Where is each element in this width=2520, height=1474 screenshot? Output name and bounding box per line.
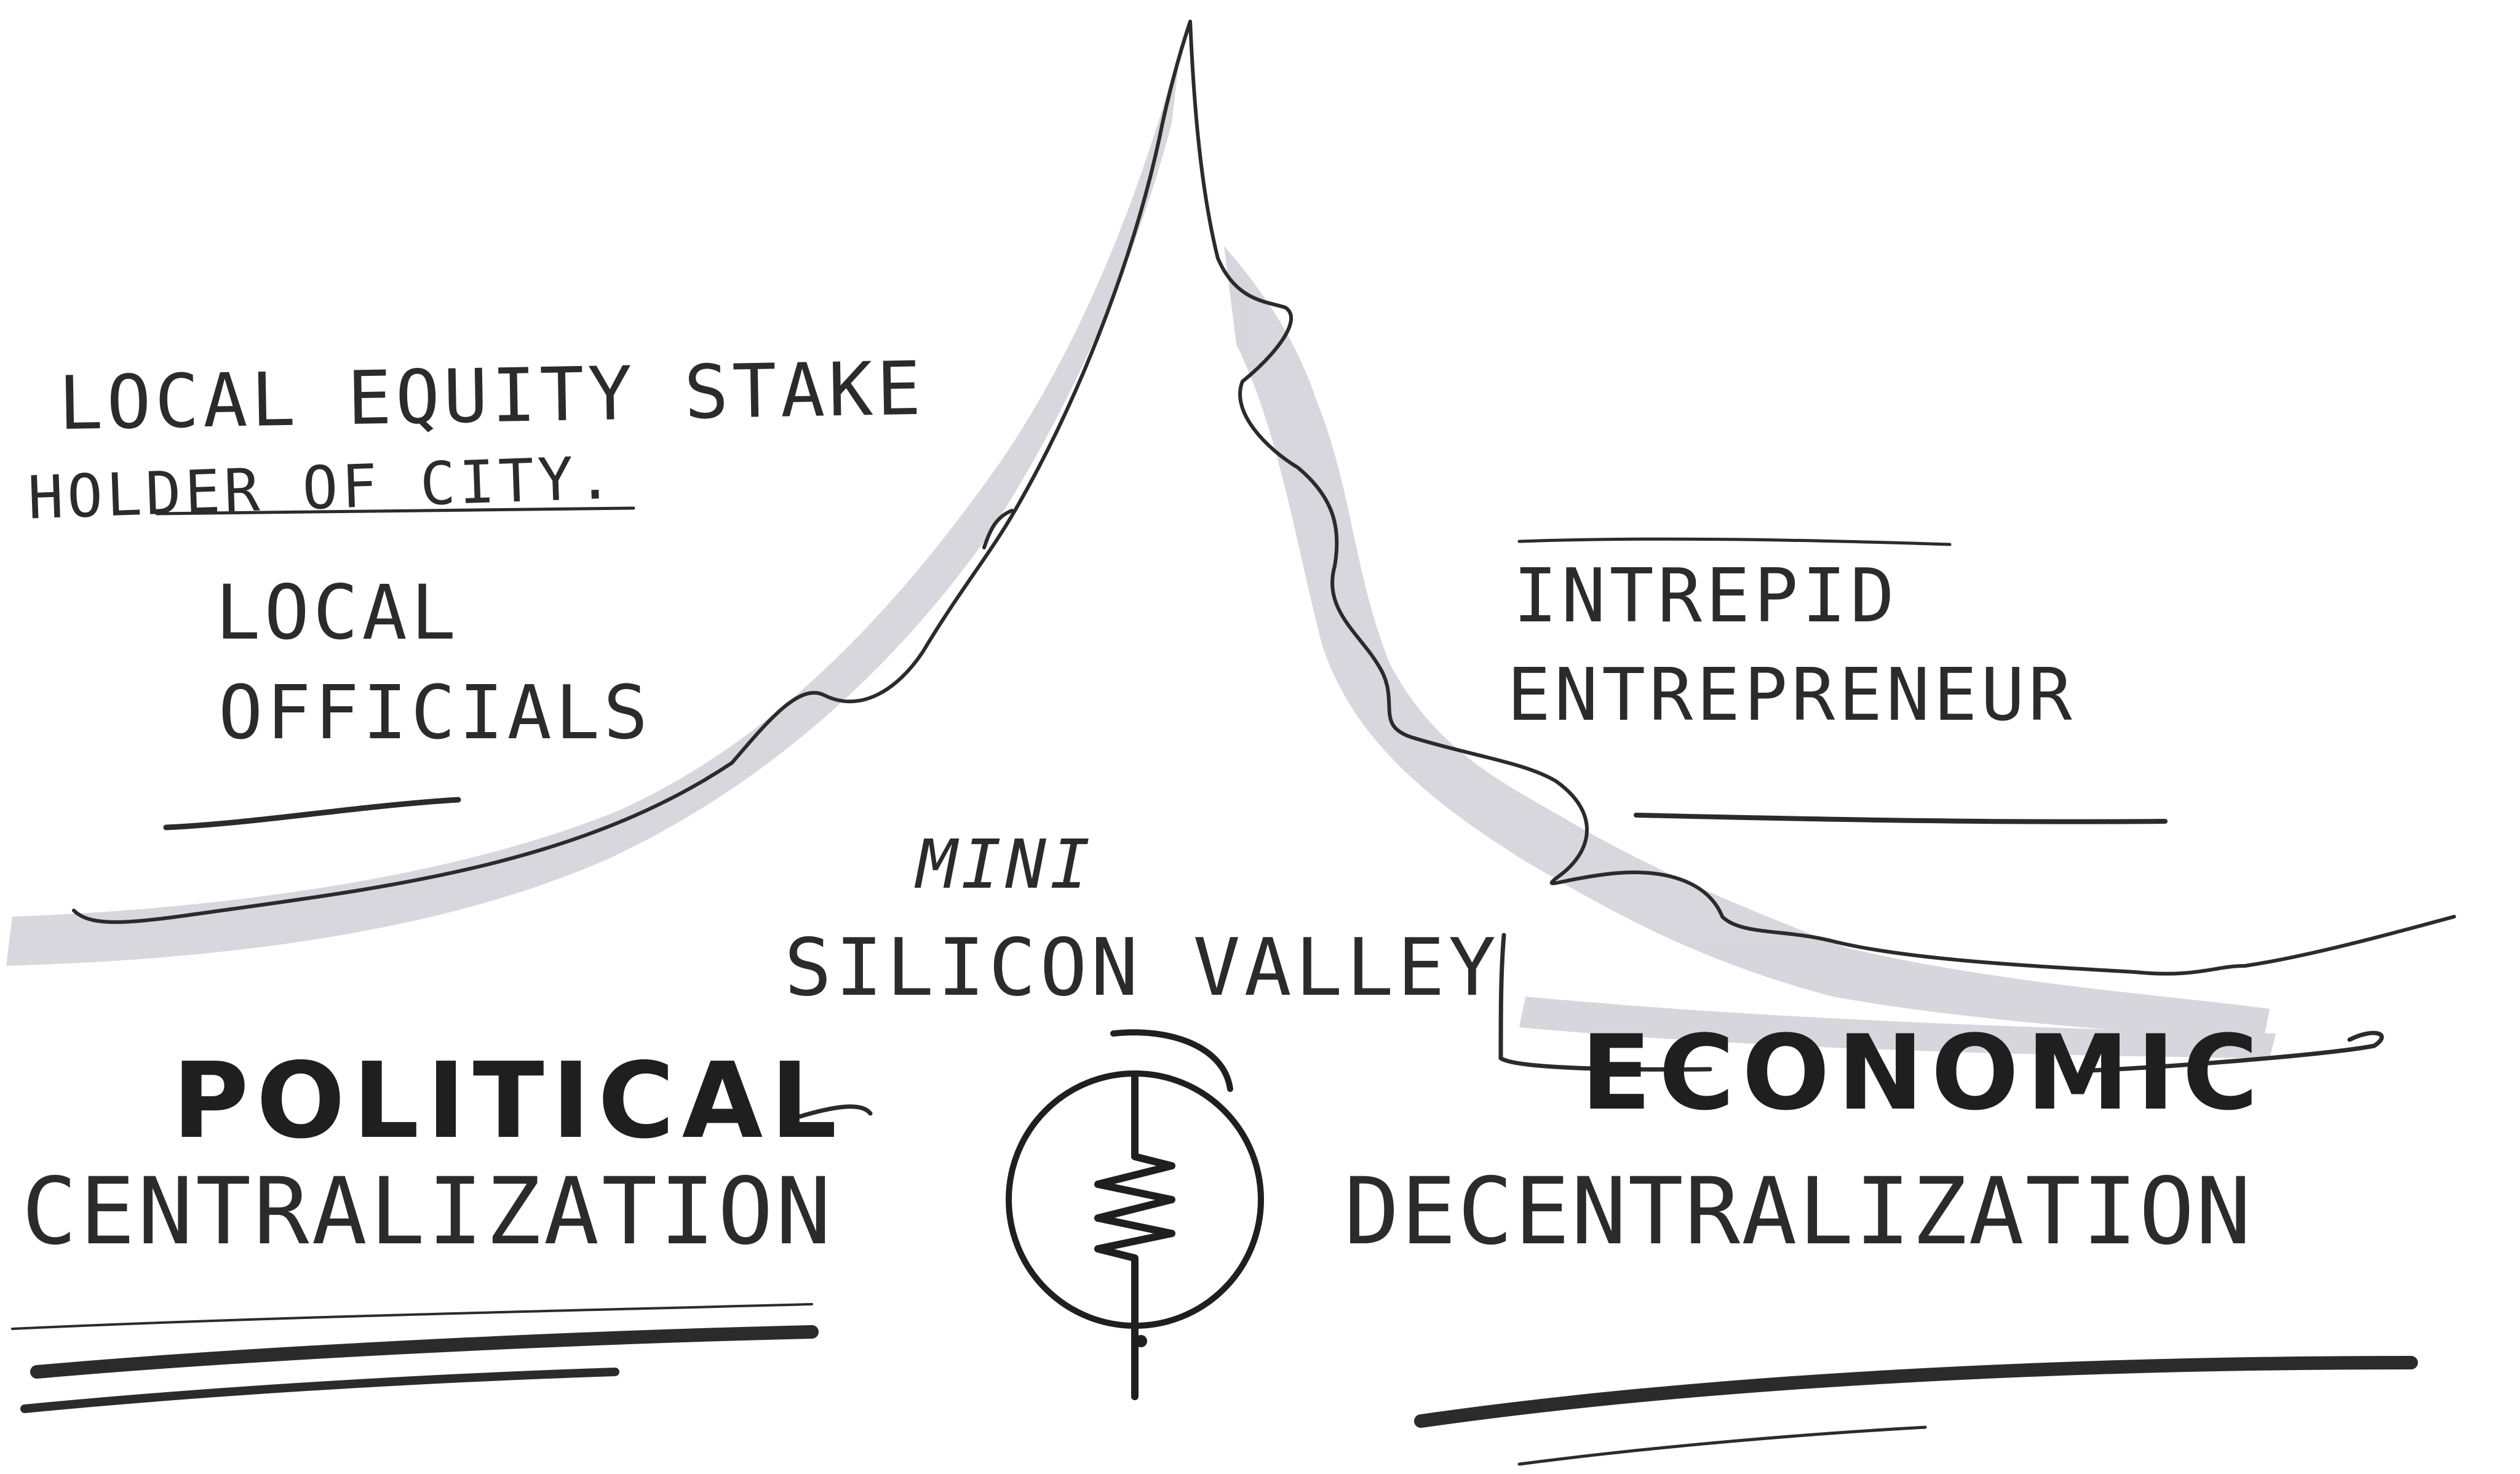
right-slope-line bbox=[1188, 20, 2456, 976]
underline-centralization-3 bbox=[20, 1368, 619, 1413]
silicon-valley-tail bbox=[1498, 933, 1712, 1072]
centralization-label: CENTRALIZATION bbox=[22, 1158, 834, 1265]
overline-intrepid bbox=[1517, 537, 1952, 546]
local-officials-label-line2: OFFICIALS bbox=[218, 671, 652, 756]
underline-decentralization-1 bbox=[1414, 1356, 2418, 1428]
economic-heading: ECONOMIC bbox=[1581, 1013, 2266, 1133]
underline-officials bbox=[163, 797, 461, 831]
political-heading: POLITICAL bbox=[172, 1040, 845, 1162]
political-swash bbox=[797, 1104, 873, 1119]
left-slope-notch bbox=[982, 509, 1014, 549]
underline-centralization-2 bbox=[11, 1303, 813, 1330]
underline-centralization-1 bbox=[30, 1325, 819, 1379]
base-band-right bbox=[1519, 997, 2276, 1058]
local-officials-label-line1: LOCAL bbox=[215, 569, 460, 656]
decentralization-label: DECENTRALIZATION bbox=[1344, 1158, 2252, 1265]
underlines bbox=[11, 506, 2418, 1466]
right-slope-shadow bbox=[1224, 246, 2270, 1040]
marker-shading bbox=[6, 43, 2276, 1058]
resistor-in-circle-icon bbox=[1006, 1029, 1264, 1400]
intrepid-label: INTREPID bbox=[1513, 554, 1898, 639]
mountain-outline bbox=[72, 20, 2456, 976]
economic-tail bbox=[2089, 1030, 2384, 1073]
silicon-valley-label: SILICON VALLEY bbox=[784, 922, 1500, 1014]
mini-label: MINI bbox=[916, 825, 1094, 904]
left-slope-line bbox=[72, 20, 1192, 924]
underline-entrepreneur bbox=[1634, 813, 2168, 824]
local-equity-label-line1: LOCAL EQUITY STAKE bbox=[57, 346, 926, 447]
entrepreneur-label: ENTREPRENEUR bbox=[1507, 652, 2076, 737]
underline-decentralization-2 bbox=[1517, 1425, 1927, 1466]
underline-holder bbox=[155, 506, 635, 516]
